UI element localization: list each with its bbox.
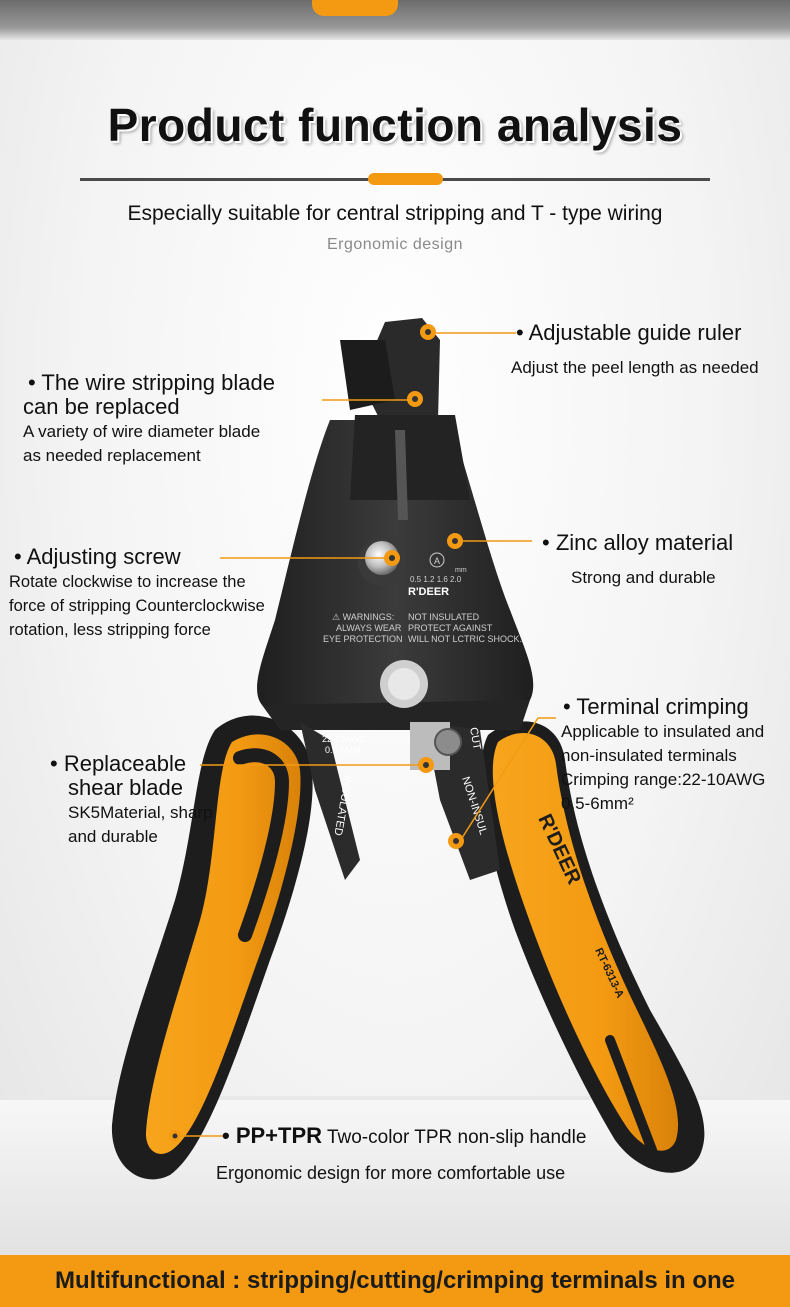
note-line-3: WILL NOT LCTRIC SHOCK. [408,634,522,644]
blade-title-2: can be replaced [23,394,180,419]
circle-mark: A [434,556,440,566]
screw-desc-3: rotation, less stripping force [9,621,211,639]
wire-stripper-illustration: A mm 0.5 1.2 1.6 2.0 R'DEER ⚠ WARNINGS: … [111,318,705,1180]
zinc-title: • Zinc alloy material [542,530,734,555]
cut-mark: CUT [467,726,483,751]
title-divider-accent [368,173,443,185]
top-accent [312,0,398,16]
shear-desc-1: SK5Material, sharp [68,803,213,822]
awg-mark: 22-10AWG [322,734,366,744]
guide-ruler-title: • Adjustable guide ruler [516,320,742,345]
top-band [0,0,790,40]
shear-title-2: shear blade [68,775,183,800]
right-handle [481,721,705,1173]
note-line-1: NOT INSULATED [408,612,480,622]
handle-title-rest: Two-color TPR non-slip handle [322,1127,587,1148]
zinc-desc: Strong and durable [571,568,716,587]
page-tagline: Ergonomic design [326,236,464,253]
handle-title: • PP+TPR Two-color TPR non-slip handle [222,1124,586,1150]
brand-mark: R'DEER [408,586,449,598]
handle-title-bold: • PP+TPR [222,1123,323,1148]
shear-title-1: • Replaceable [50,751,187,776]
guide-ruler-desc: Adjust the peel length as needed [511,358,759,377]
warning-line-3: EYE PROTECTION [323,634,403,644]
page-subtitle: Especially suitable for central strippin… [127,202,663,225]
mm-mark: 0.5-6MM [325,745,361,755]
size-marks: 0.5 1.2 1.6 2.0 [410,575,462,584]
warning-line-1: ⚠ WARNINGS: [332,612,394,622]
crimping-desc-3: Crimping range:22-10AWG [561,770,766,789]
callout-lines [182,332,556,1137]
shear-desc-2: and durable [68,827,158,846]
screw-desc-1: Rotate clockwise to increase the [9,573,246,591]
screw-title: • Adjusting screw [14,544,181,569]
crimping-title: • Terminal crimping [563,694,749,719]
note-line-2: PROTECT AGAINST [408,623,493,633]
crimping-desc-1: Applicable to insulated and [561,722,765,741]
crimping-desc-4: 0.5-6mm² [561,794,634,813]
footer-text: Multifunctional : stripping/cutting/crim… [55,1267,735,1294]
screw-desc-2: force of stripping Counterclockwise [9,597,265,615]
callout-dots [169,324,464,1142]
left-jaw [300,722,360,880]
crimping-desc-2: non-insulated terminals [561,746,737,765]
blade-desc-1: A variety of wire diameter blade [23,422,261,441]
unit-mark: mm [455,567,467,574]
blade-title-1: • The wire stripping blade [28,370,275,395]
footer-banner: Multifunctional : stripping/cutting/crim… [0,1255,790,1307]
page-title: Product function analysis [107,99,683,151]
handle-desc: Ergonomic design for more comfortable us… [216,1163,566,1183]
blade-desc-2: as needed replacement [23,446,201,465]
warning-line-2: ALWAYS WEAR [336,623,402,633]
left-handle [111,715,313,1180]
